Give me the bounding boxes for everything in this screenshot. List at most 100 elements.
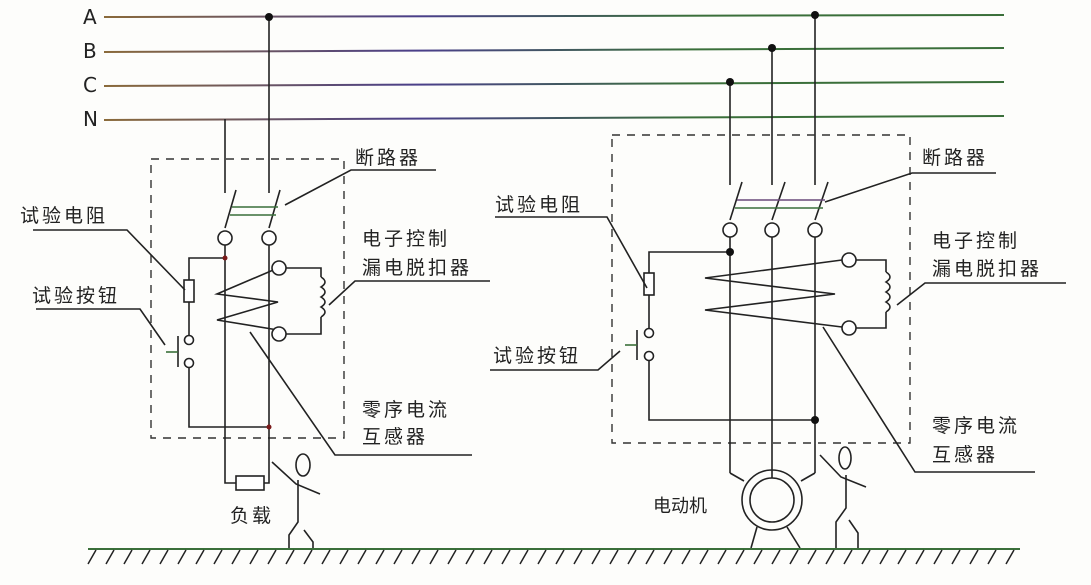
rcd-enclosure: [611, 134, 911, 444]
ground-hatch: [1005, 549, 1015, 565]
ground-hatch: [447, 549, 457, 565]
label-ct-line1-right: 零序电流: [932, 415, 1020, 437]
leader-test-resistor: [33, 229, 186, 291]
right-circuit: [490, 11, 1066, 549]
zero-sequence-ct: [704, 259, 843, 328]
motor-icon: [729, 469, 816, 549]
test-button-contact: [183, 357, 195, 369]
ground-hatch: [285, 549, 295, 565]
breaker-contacts: [224, 189, 281, 229]
ground-hatch: [159, 549, 169, 565]
rcd-enclosure: [150, 158, 345, 439]
ground-hatch: [375, 549, 385, 565]
label-load: 负载: [230, 505, 274, 527]
ground-hatch: [393, 549, 403, 565]
test-button-contact: [183, 334, 195, 346]
trip-coil: [319, 276, 326, 318]
person-icon: [271, 453, 321, 550]
ground-hatch: [573, 549, 583, 565]
label-breaker-left: 断路器: [355, 147, 421, 169]
label-ct-line2-right: 互感器: [932, 444, 998, 466]
ground-hatch: [807, 549, 817, 565]
ground-hatch: [267, 549, 277, 565]
bus-lines: A B C N: [83, 5, 1005, 131]
ground-hatch: [501, 549, 511, 565]
ground-hatch: [915, 549, 925, 565]
ground-hatch: [609, 549, 619, 565]
ground-hatch: [861, 549, 871, 565]
ground-hatch: [249, 549, 259, 565]
ground-hatch: [951, 549, 961, 565]
label-test-button-right: 试验按钮: [493, 345, 581, 367]
ground-hatch: [483, 549, 493, 565]
ground-hatch: [627, 549, 637, 565]
ground-hatch: [897, 549, 907, 565]
ground-hatch: [303, 549, 313, 565]
ground-hatch: [699, 549, 709, 565]
bus-line-c: [103, 81, 1005, 87]
bus-label-b: B: [83, 39, 97, 63]
ground-hatch: [681, 549, 691, 565]
ground-hatch: [177, 549, 187, 565]
ground-hatch: [717, 549, 727, 565]
ground-hatch: [735, 549, 745, 565]
load: [235, 475, 265, 491]
ground-hatch: [969, 549, 979, 565]
label-motor: 电动机: [653, 496, 707, 517]
junction-dot: [811, 11, 819, 19]
junction-dot: [265, 13, 273, 21]
ground-hatch: [645, 549, 655, 565]
ground-hatch: [771, 549, 781, 565]
leader-breaker: [284, 169, 436, 206]
left-circuit: [33, 13, 490, 550]
ground-hatch: [465, 549, 475, 565]
bus-label-a: A: [83, 5, 97, 29]
ground-hatch: [411, 549, 421, 565]
label-test-resistor-right: 试验电阻: [495, 194, 583, 216]
breaker-contacts: [729, 181, 829, 221]
ground-hatch: [141, 549, 151, 565]
ground-hatch: [933, 549, 943, 565]
label-ct-line2-left: 互感器: [362, 426, 428, 448]
ground-hatch: [789, 549, 799, 565]
label-trip-unit-line2-right: 漏电脱扣器: [932, 258, 1042, 280]
terminal: [261, 230, 277, 246]
label-trip-unit-line2-left: 漏电脱扣器: [362, 257, 472, 279]
ground-hatch: [663, 549, 673, 565]
ground-line: [87, 548, 1020, 565]
junction-dot: [768, 44, 776, 52]
ground-hatch: [429, 549, 439, 565]
ground-hatch: [879, 549, 889, 565]
ground-hatch: [753, 549, 763, 565]
bus-line-a: [103, 14, 1005, 18]
ground-hatch: [87, 549, 97, 565]
label-trip-unit-line1-left: 电子控制: [362, 228, 450, 250]
ground-hatch: [195, 549, 205, 565]
leader-test-button: [36, 308, 166, 346]
bus-line-b: [103, 47, 1005, 53]
ground-hatch: [987, 549, 997, 565]
ground-hatch: [213, 549, 223, 565]
bus-label-n: N: [83, 107, 98, 131]
ground-hatch: [321, 549, 331, 565]
trip-coil: [884, 271, 891, 313]
ground-hatch: [357, 549, 367, 565]
terminal: [217, 230, 233, 246]
label-test-resistor-left: 试验电阻: [20, 205, 108, 227]
person-icon: [819, 446, 867, 548]
label-breaker-right: 断路器: [922, 147, 988, 169]
label-test-button-left: 试验按钮: [32, 285, 120, 307]
ground-hatch: [231, 549, 241, 565]
label-ct-line1-left: 零序电流: [362, 399, 450, 421]
ground-hatch: [555, 549, 565, 565]
ground-hatch: [519, 549, 529, 565]
ground-hatch: [591, 549, 601, 565]
leader-trip-unit: [328, 280, 490, 306]
label-trip-unit-line1-right: 电子控制: [932, 230, 1020, 252]
bus-line-n: [103, 115, 1005, 121]
ground-hatch: [123, 549, 133, 565]
ground-hatch: [825, 549, 835, 565]
test-resistor: [183, 279, 195, 303]
leader-ct: [249, 331, 472, 456]
